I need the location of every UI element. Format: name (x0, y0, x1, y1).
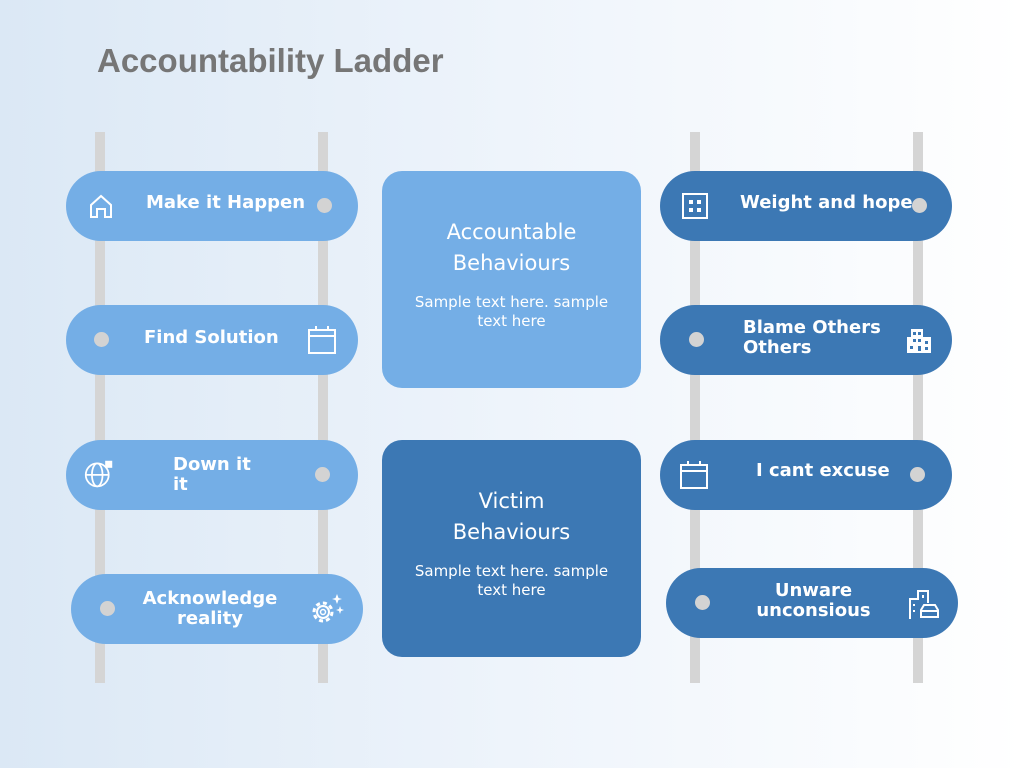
rung-i-cant-excuse: I cant excuse (660, 440, 952, 510)
rung-dot (910, 467, 925, 482)
rung-unware-unconsious: Unware unconsious (666, 568, 958, 638)
rung-dot (695, 595, 710, 610)
calendar-icon (308, 326, 336, 354)
rung-dot (317, 198, 332, 213)
rung-make-it-happen: Make it Happen (66, 171, 358, 241)
card-text: Sample text here. sample text here (414, 293, 609, 330)
building-car-icon (909, 590, 939, 619)
rung-blame-others: Blame Others Others (660, 305, 952, 375)
card-heading: Accountable Behaviours (446, 220, 577, 275)
rung-label: Down it it (173, 454, 251, 495)
gear-sparkle-icon (312, 594, 344, 623)
ladder-rail (690, 132, 700, 683)
rung-label: Acknowledge reality (142, 588, 278, 629)
ladder-rail (913, 132, 923, 683)
rung-label: Unware unconsious (756, 580, 871, 621)
rung-find-solution: Find Solution (66, 305, 358, 375)
rung-down-it: Down it it (66, 440, 358, 510)
rung-acknowledge-reality: Acknowledge reality (71, 574, 363, 644)
grid-icon (682, 193, 708, 219)
rung-dot (315, 467, 330, 482)
page-title: Accountability Ladder (97, 42, 444, 79)
rung-label: Weight and hope (740, 192, 913, 213)
building-icon (907, 329, 931, 353)
ladder-rail (318, 132, 328, 683)
ladder-rail (95, 132, 105, 683)
rung-dot (94, 332, 109, 347)
globe-icon (84, 460, 113, 488)
card-heading: Victim Behaviours (452, 489, 571, 544)
rung-label: Make it Happen (146, 192, 306, 213)
card-text: Sample text here. sample text here (414, 562, 609, 599)
rung-dot (689, 332, 704, 347)
rung-label: Blame Others Others (743, 317, 881, 358)
rung-dot (100, 601, 115, 616)
rung-weight-and-hope: Weight and hope (660, 171, 952, 241)
calendar-icon (680, 461, 708, 489)
victim-behaviours-card: Victim Behaviours Sample text here. samp… (382, 440, 641, 657)
rung-label: Find Solution (144, 327, 279, 348)
accountable-behaviours-card: Accountable Behaviours Sample text here.… (382, 171, 641, 388)
rung-label: I cant excuse (756, 460, 890, 481)
rung-dot (912, 198, 927, 213)
home-icon (90, 194, 112, 218)
